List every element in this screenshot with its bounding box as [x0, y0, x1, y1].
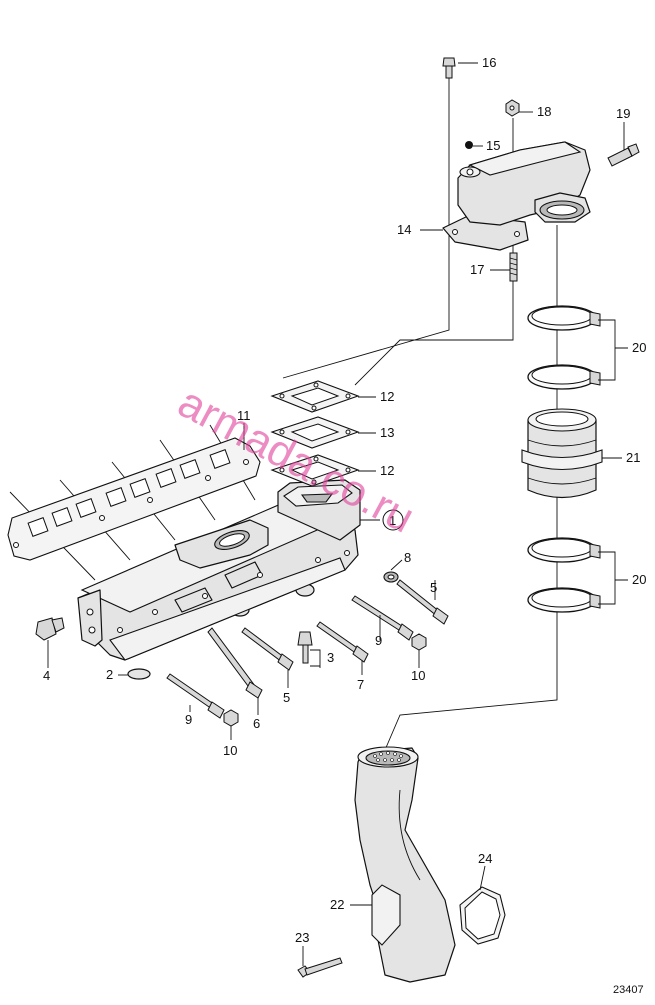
- hose-clamp-upper-a: [527, 305, 601, 331]
- callout-21: 21: [626, 450, 640, 465]
- bolt-9-left: [166, 673, 225, 719]
- bolt-7: [316, 621, 369, 663]
- callout-7: 7: [357, 677, 364, 692]
- nut-10-right: [411, 633, 427, 651]
- exhaust-bend-pipe: [354, 746, 456, 983]
- callout-2: 2: [106, 667, 113, 682]
- callout-20b: 20: [632, 572, 646, 587]
- callout-6: 6: [253, 716, 260, 731]
- manifold-gasket: [7, 437, 261, 561]
- callout-8: 8: [404, 550, 411, 565]
- callout-16: 16: [482, 55, 496, 70]
- bolt-9-right: [351, 595, 414, 641]
- callout-1: 1: [389, 513, 396, 528]
- bolt-6: [207, 627, 263, 699]
- flange-gasket-lower: [270, 454, 360, 487]
- callout-4: 4: [43, 668, 50, 683]
- leader-lines: [47, 62, 628, 966]
- exhaust-manifold: [77, 479, 361, 661]
- flange-plate: [270, 416, 360, 449]
- callout-23: 23: [295, 930, 309, 945]
- drawing-number: 23407: [613, 984, 644, 996]
- outlet-gasket-ring: [459, 886, 506, 945]
- plug-15: [465, 141, 473, 149]
- callout-3: 3: [327, 650, 334, 665]
- exhaust-hose: [521, 408, 603, 499]
- callout-12b: 12: [380, 463, 394, 478]
- sensor-3: [297, 631, 313, 664]
- bolt-5-mid: [241, 627, 294, 671]
- callout-10-left: 10: [223, 743, 237, 758]
- callout-9-left: 9: [185, 712, 192, 727]
- hose-clamp-lower-a: [527, 537, 601, 563]
- callout-13: 13: [380, 425, 394, 440]
- bolt-23: [297, 957, 343, 978]
- hose-clamp-lower-b: [527, 587, 601, 613]
- callout-5-right: 5: [430, 580, 437, 595]
- nut-18: [505, 99, 520, 117]
- callout-5-mid: 5: [283, 690, 290, 705]
- sensor-4: [35, 617, 65, 641]
- nut-10-left: [223, 709, 239, 727]
- plug-2: [127, 668, 151, 680]
- callout-11: 11: [237, 408, 251, 423]
- exhaust-elbow: [442, 141, 591, 251]
- callout-14: 14: [397, 222, 411, 237]
- stud-17: [509, 252, 518, 282]
- callout-20a: 20: [632, 340, 646, 355]
- bolt-16: [442, 57, 456, 79]
- callout-9-right: 9: [375, 633, 382, 648]
- callout-10-right: 10: [411, 668, 425, 683]
- callout-19: 19: [616, 106, 630, 121]
- callout-18: 18: [537, 104, 551, 119]
- flange-gasket-upper: [270, 380, 360, 413]
- hose-clamp-upper-b: [527, 364, 601, 390]
- bolt-5-right: [396, 579, 449, 625]
- callout-15: 15: [486, 138, 500, 153]
- callout-17: 17: [470, 262, 484, 277]
- callout-labels: 16 18 15 19 14 17 20 12 11 13 21 12 1 8 …: [43, 55, 646, 945]
- sensor-19: [607, 143, 640, 167]
- washer-8: [383, 571, 399, 583]
- callout-22: 22: [330, 897, 344, 912]
- callout-12a: 12: [380, 389, 394, 404]
- callout-24: 24: [478, 851, 492, 866]
